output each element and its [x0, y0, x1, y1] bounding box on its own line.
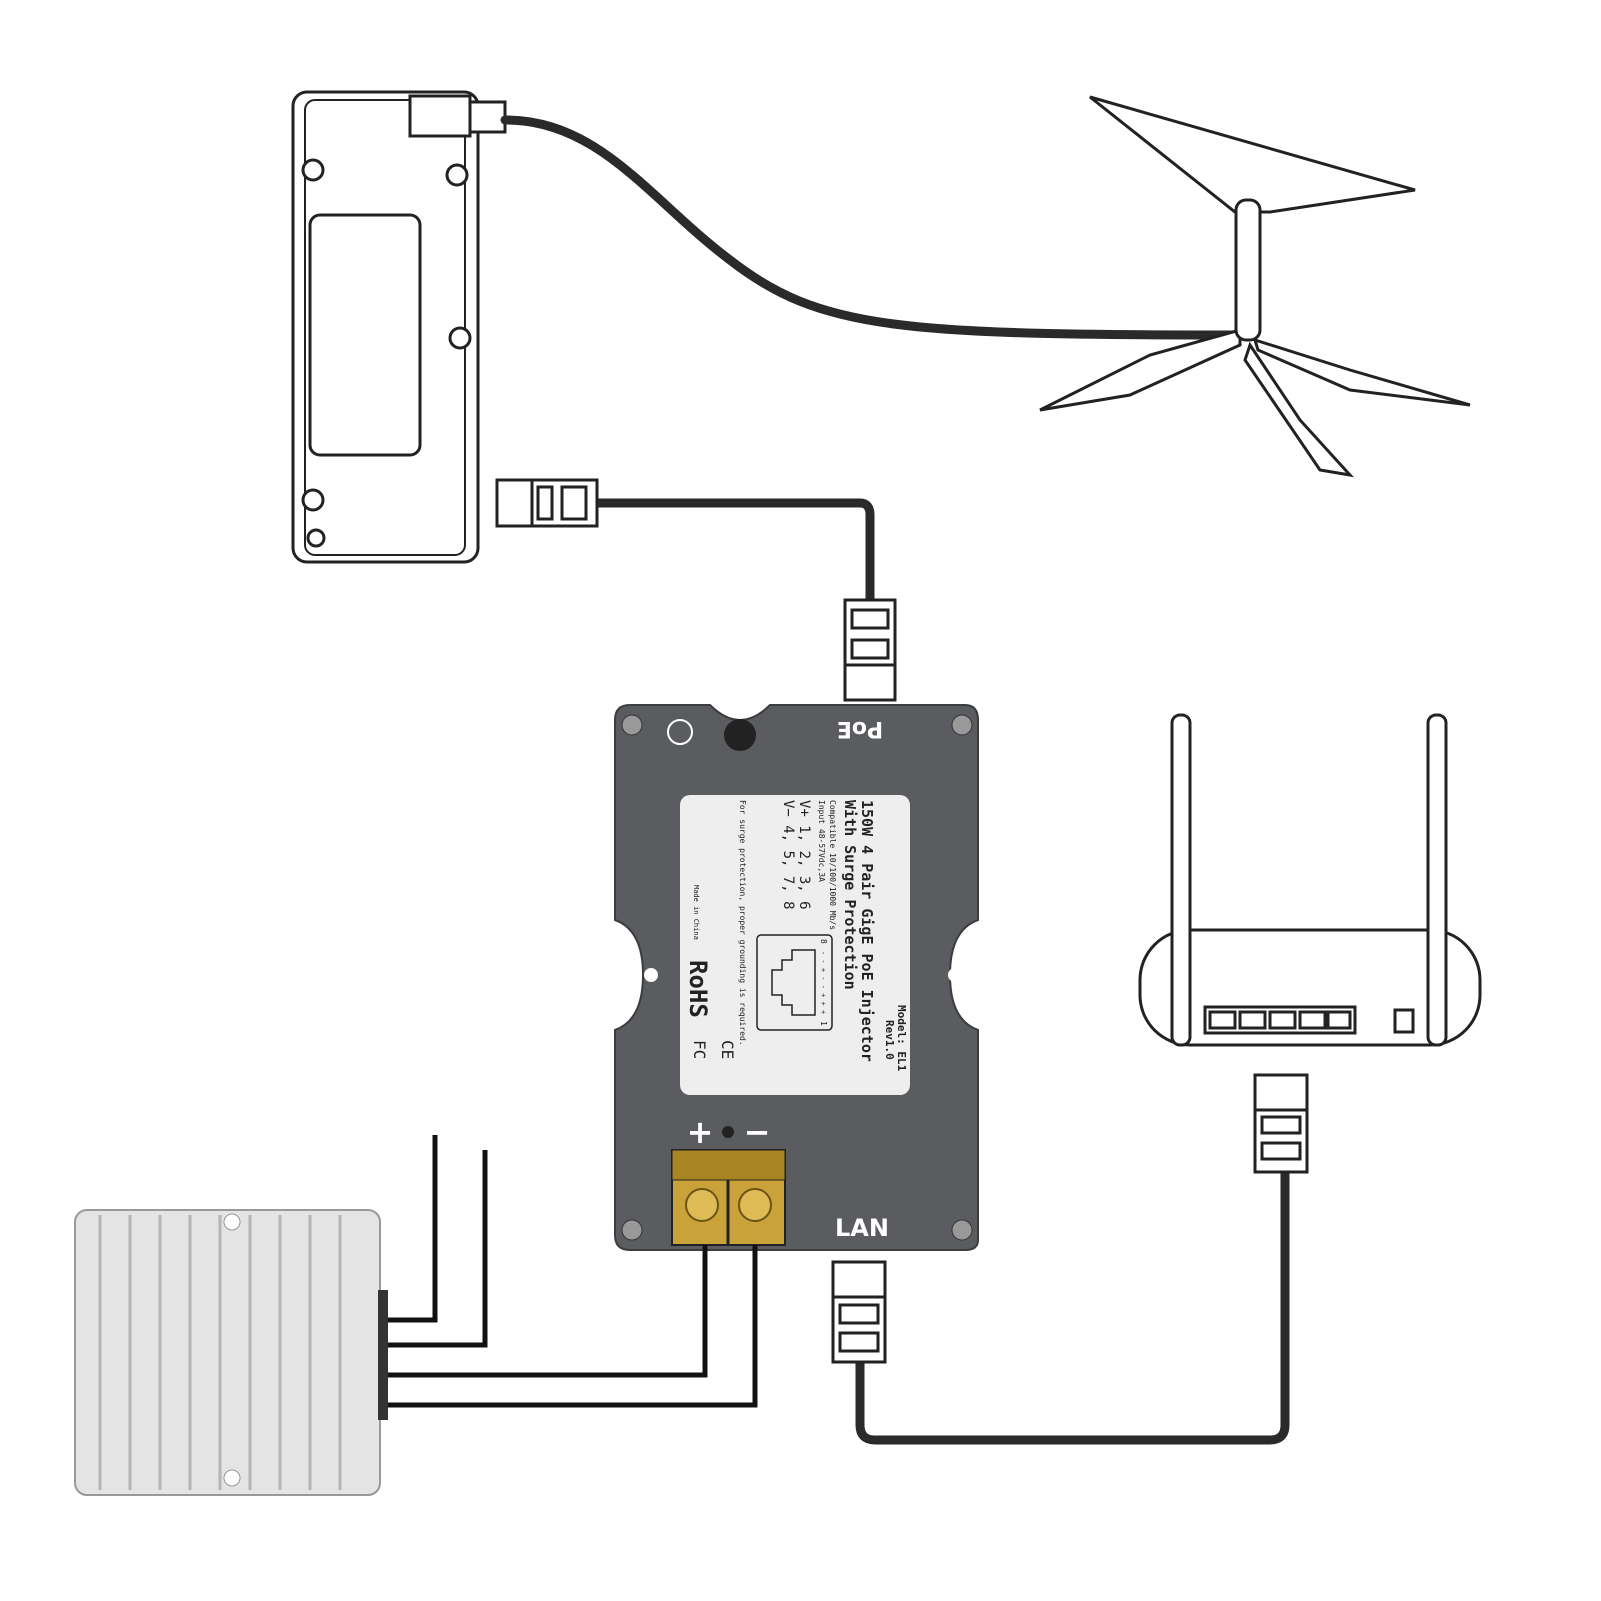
- rj45-plug-lan-injector: [831, 1260, 887, 1364]
- satellite-dish: [1039, 95, 1471, 478]
- label-model: Model: EL1: [895, 1005, 908, 1072]
- port-lan-label: LAN: [835, 1214, 889, 1242]
- dc-converter: [74, 1209, 388, 1496]
- port-poe-label: PoE: [837, 716, 883, 741]
- label-surge-note: For surge protection, proper grounding i…: [738, 800, 747, 1046]
- dish-cable: [500, 115, 1250, 340]
- label-input: Input 48-57Vdc,3A: [817, 800, 826, 882]
- poe-injector: PoE LAN + − 150W 4 Pair GigE PoE Injecto…: [614, 704, 979, 1251]
- rj45-pinout-icon: 8 1 - - + - - + + +: [756, 934, 833, 1031]
- label-vminus: V− 4, 5, 7, 8: [780, 800, 796, 910]
- rj45-plug-dish: [495, 478, 599, 528]
- label-vplus: V+ 1, 2, 3, 6: [796, 800, 812, 910]
- wifi-router: [1138, 713, 1482, 1047]
- power-terminal-block: [671, 1149, 786, 1246]
- dc-wires: [388, 1135, 758, 1408]
- minus-label: −: [744, 1113, 771, 1151]
- pin-8-label: 8: [819, 939, 828, 944]
- antenna-left: [1170, 713, 1192, 1047]
- pin-polarity: - - + - - + + +: [819, 951, 827, 1014]
- label-compat: Compatible 10/100/1000 Mb/s: [828, 800, 837, 930]
- label-rev: Rev1.0: [883, 1020, 896, 1060]
- rj45-plug-lan-router: [1253, 1073, 1309, 1174]
- rj45-plug-poe: [843, 598, 897, 702]
- lan-cable: [855, 1167, 1290, 1445]
- dish-router: [291, 90, 507, 564]
- label-made-in: Made in China: [692, 885, 700, 940]
- antenna-right: [1426, 713, 1448, 1047]
- label-fc: FC: [690, 1040, 709, 1059]
- plus-label: +: [687, 1113, 714, 1151]
- label-title-2: With Surge Protection: [841, 800, 859, 990]
- ground-icon: [667, 719, 693, 745]
- label-ce: CE: [718, 1040, 737, 1059]
- pin-1-label: 1: [819, 1021, 828, 1026]
- label-rohs: RoHS: [684, 960, 712, 1018]
- label-title-1: 150W 4 Pair GigE PoE Injector: [858, 800, 876, 1062]
- poe-cable: [592, 498, 875, 605]
